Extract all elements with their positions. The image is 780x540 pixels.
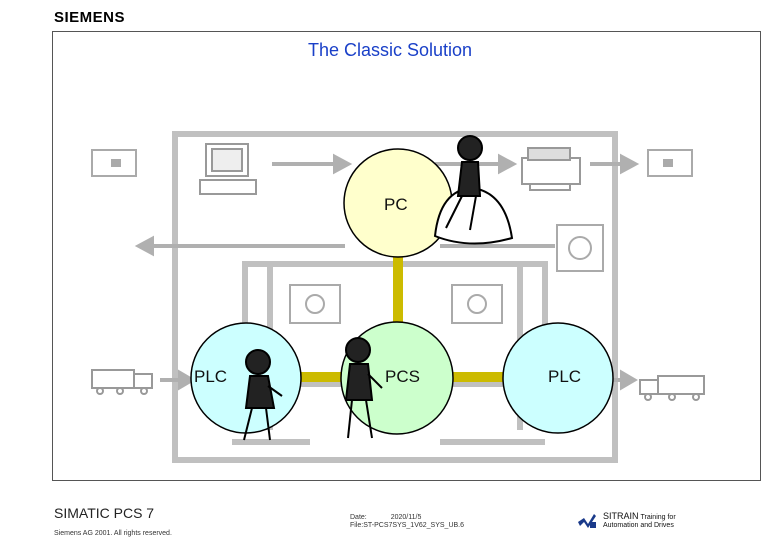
connector-lines [295, 255, 506, 382]
monitor-icon [647, 149, 693, 177]
date-line: Date: 2020/11/5 [350, 514, 421, 521]
sitrain-tag: Training for [640, 514, 676, 521]
valve-icon [556, 224, 604, 272]
flow-arrows [134, 153, 640, 391]
sitrain-name: SITRAIN [603, 511, 639, 521]
slide-frame [52, 31, 761, 481]
plc-left-label: PLC [194, 367, 228, 386]
sitrain-line2: Automation and Drives [603, 522, 674, 529]
date-label: Date: [350, 514, 367, 521]
date-value: 2020/11/5 [390, 514, 422, 521]
computer-icon [199, 143, 257, 195]
monitor-icon [91, 149, 137, 177]
sitrain-logo-icon [578, 514, 596, 528]
truck-icon [639, 375, 705, 401]
printer-icon [521, 147, 581, 191]
file-name: File:ST-PCS7SYS_1V62_SYS_UB.6 [350, 522, 465, 529]
connector-plc-pcs [295, 372, 345, 382]
person-icon [344, 337, 383, 439]
pc-label: PC [384, 195, 408, 214]
copyright-text: Siemens AG 2001. All rights reserved. [54, 530, 172, 537]
siemens-logo: SIEMENS [54, 9, 126, 26]
truck-icon [91, 369, 153, 395]
valve-icon [289, 284, 341, 324]
plc-right-node [502, 322, 614, 434]
plc-right-label: PLC [548, 367, 582, 386]
product-name: SIMATIC PCS 7 [54, 505, 155, 521]
valve-icon [451, 284, 503, 324]
pcs-label: PCS [385, 367, 420, 386]
connector-pc-pcs [393, 255, 403, 325]
connector-pcs-plc [448, 372, 506, 382]
person-icon [433, 135, 514, 245]
slide-title: The Classic Solution [307, 40, 473, 60]
person-icon [243, 349, 283, 441]
